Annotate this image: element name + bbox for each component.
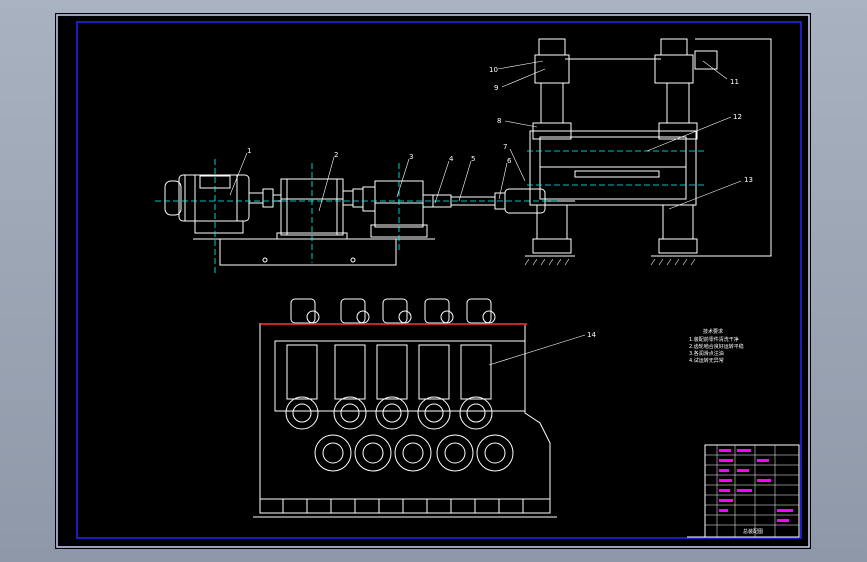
part-label-4: 4 [449,155,454,163]
title-block-caption: 总装配图 [743,528,763,535]
drawing-sheet: 1 2 3 4 5 6 7 8 9 10 11 12 13 14 [55,13,811,549]
top-motors [290,298,496,324]
part-label-5: 5 [471,155,475,163]
title-block: 总装配图 [687,444,800,538]
ground-hatch [524,258,696,266]
lower-rolls [314,434,514,472]
part-label-8: 8 [497,117,501,125]
multi-stand-view [253,298,557,518]
part-label-12: 12 [733,113,742,121]
reducer [276,178,354,240]
part-label-7: 7 [503,143,507,151]
part-label-1: 1 [247,147,251,155]
drive-train [164,174,575,266]
housings [286,344,492,400]
assembly-drawing: 1 2 3 4 5 6 7 8 9 10 11 12 13 14 [56,14,810,548]
notes-line-2: 2.齿轮啮合良好运转平稳 [689,343,744,350]
mill-stand [525,38,772,257]
part-label-3: 3 [409,153,413,161]
inner-frame [76,21,802,539]
part-label-6: 6 [507,157,512,165]
part-label-2: 2 [334,151,338,159]
notes-line-4: 4.试运转无异常 [689,357,724,364]
stand-centerlines [527,150,705,186]
notes-line-1: 1.装配前零件清洗干净 [689,336,739,343]
part-label-11: 11 [730,78,739,86]
notes-title: 技术要求 [703,328,723,335]
leader-lines [229,60,742,366]
gear-unit [352,180,434,238]
outer-frame [56,14,810,548]
upper-rolls [285,396,493,430]
centerlines [155,159,560,273]
part-label-13: 13 [744,176,753,184]
part-label-9: 9 [494,84,498,92]
notes-line-3: 3.各润滑点注油 [689,350,724,357]
part-label-10: 10 [489,66,498,74]
part-labels: 1 2 3 4 5 6 7 8 9 10 11 12 13 14 [247,66,753,339]
motor [164,174,264,234]
part-label-14: 14 [587,331,596,339]
tech-notes: 技术要求 1.装配前零件清洗干净 2.齿轮啮合良好运转平稳 3.各润滑点注油 4… [689,328,744,364]
